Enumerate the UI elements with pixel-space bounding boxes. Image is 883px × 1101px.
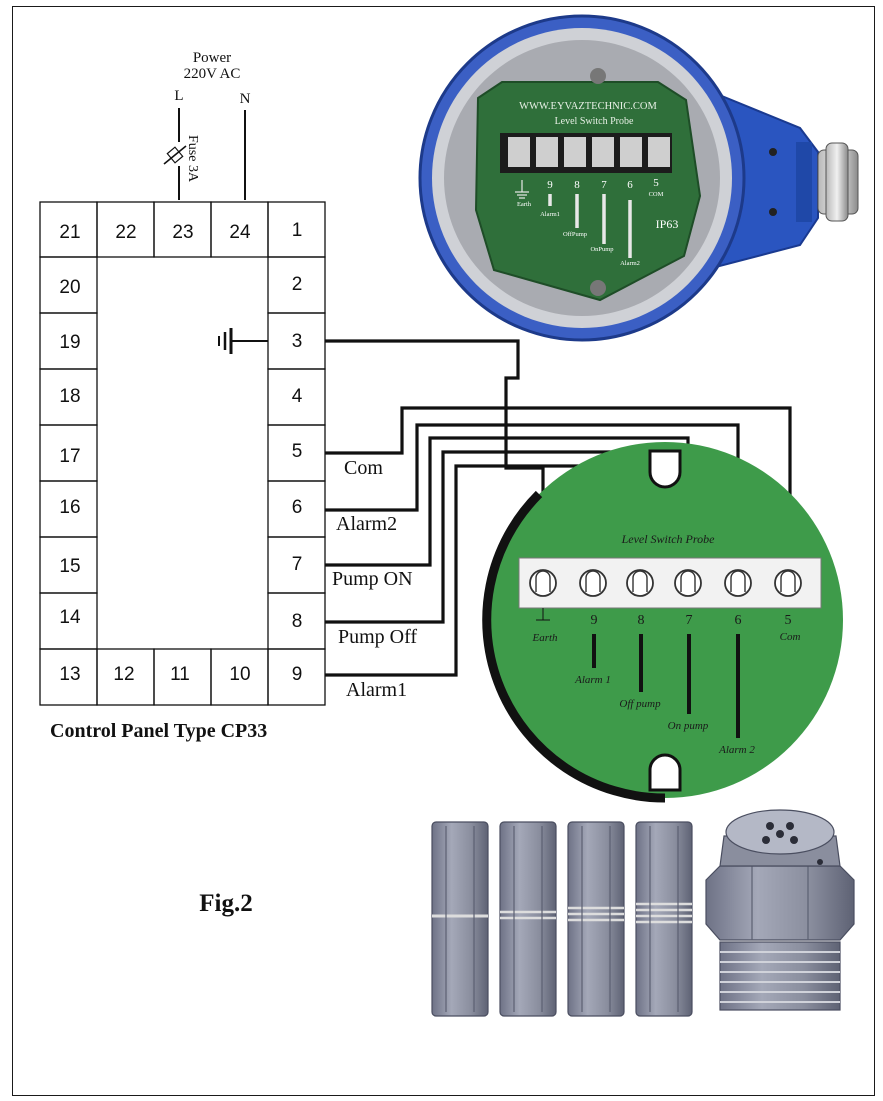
terminal-10: 10 <box>229 664 250 685</box>
terminal-23: 23 <box>172 222 193 243</box>
probe-pcb-drawing: Level Switch Probe Earth 9 8 7 6 5 Com <box>482 442 843 803</box>
photo-pin-9: 9 <box>547 179 553 191</box>
terminal-9: 9 <box>292 664 303 685</box>
power-title: Power <box>193 50 231 66</box>
photo-offpump: OffPump <box>563 231 587 238</box>
wire-com <box>325 406 792 580</box>
terminal-18: 18 <box>59 386 80 407</box>
probe-lead-alarm2: Alarm 2 <box>718 744 755 756</box>
terminal-7: 7 <box>292 554 303 575</box>
terminal-numbers: 21 22 23 24 1 2 3 4 5 6 7 8 9 20 19 18 1… <box>59 220 302 685</box>
panel-caption: Control Panel Type CP33 <box>50 720 267 742</box>
probe-fitting <box>705 809 855 1011</box>
probe-pin-6: 6 <box>735 613 742 628</box>
terminal-15: 15 <box>59 556 80 577</box>
terminal-16: 16 <box>59 497 80 518</box>
control-panel <box>39 201 326 706</box>
label-pump-off: Pump Off <box>338 626 417 648</box>
photo-pin-6: 6 <box>627 179 633 191</box>
probe-pin-5: 5 <box>785 613 792 628</box>
probe-lead-offpump: Off pump <box>619 698 661 710</box>
photo-onpump: OnPump <box>590 246 613 253</box>
photo-pin-7: 7 <box>601 179 607 191</box>
probe-pin-9: 9 <box>591 613 598 628</box>
rod-2 <box>499 821 557 1017</box>
terminal-24: 24 <box>229 222 251 243</box>
line-label: L <box>174 88 183 104</box>
cable-gland <box>817 142 859 222</box>
power-supply: Power 220V AC L N Fuse 3A <box>163 50 251 200</box>
ground-icon <box>218 328 268 354</box>
terminal-5: 5 <box>292 441 303 462</box>
photo-com: COM <box>649 191 664 198</box>
terminal-12: 12 <box>113 664 134 685</box>
figure-frame <box>12 6 875 1096</box>
probe-pin-8: 8 <box>638 613 645 628</box>
photo-earth-icon <box>515 180 529 199</box>
fuse-label: Fuse 3A <box>185 135 200 183</box>
figure-label: Fig.2 <box>199 890 252 917</box>
photo-rating: IP63 <box>656 217 679 231</box>
wire-labels: Com Alarm2 Pump ON Pump Off Alarm1 <box>332 457 417 701</box>
label-alarm1: Alarm1 <box>346 679 407 701</box>
photo-alarm2: Alarm2 <box>620 260 640 267</box>
terminal-14: 14 <box>59 607 81 628</box>
probe-earth: Earth <box>531 632 558 644</box>
photo-website: WWW.EYVAZTECHNIC.COM <box>519 101 657 112</box>
probe-com: Com <box>780 631 801 643</box>
label-alarm2: Alarm2 <box>336 513 397 535</box>
probe-head-photo: WWW.EYVAZTECHNIC.COM Level Switch Probe … <box>418 14 859 342</box>
photo-alarm1: Alarm1 <box>540 211 560 218</box>
probe-lead-alarm1: Alarm 1 <box>574 674 611 686</box>
terminal-6: 6 <box>292 497 303 518</box>
probe-title: Level Switch Probe <box>621 532 716 546</box>
photo-earth: Earth <box>517 201 532 208</box>
terminal-13: 13 <box>59 664 80 685</box>
photo-terminal-block <box>500 133 672 173</box>
terminal-17: 17 <box>59 446 80 467</box>
terminal-19: 19 <box>59 332 80 353</box>
wire-earth <box>325 339 545 580</box>
terminal-2: 2 <box>292 274 303 295</box>
terminal-20: 20 <box>59 277 80 298</box>
label-pump-on: Pump ON <box>332 568 413 590</box>
photo-title: Level Switch Probe <box>555 116 634 127</box>
photo-pin-5: 5 <box>653 177 659 189</box>
neutral-label: N <box>240 91 251 107</box>
rod-4 <box>635 821 693 1017</box>
terminal-3: 3 <box>292 331 303 352</box>
rod-1 <box>431 821 489 1017</box>
terminal-11: 11 <box>170 664 190 685</box>
fuse-icon <box>163 145 187 165</box>
rod-3 <box>567 821 625 1017</box>
probe-rods <box>431 821 693 1017</box>
label-com: Com <box>344 457 383 479</box>
photo-pin-8: 8 <box>574 179 580 191</box>
terminal-4: 4 <box>292 386 303 407</box>
power-voltage: 220V AC <box>184 66 241 82</box>
terminal-1: 1 <box>292 220 303 241</box>
terminal-21: 21 <box>59 222 80 243</box>
probe-lead-onpump: On pump <box>668 720 709 732</box>
probe-pin-7: 7 <box>686 613 693 628</box>
terminal-22: 22 <box>115 222 136 243</box>
fitting-holes <box>762 822 798 844</box>
terminal-8: 8 <box>292 611 303 632</box>
